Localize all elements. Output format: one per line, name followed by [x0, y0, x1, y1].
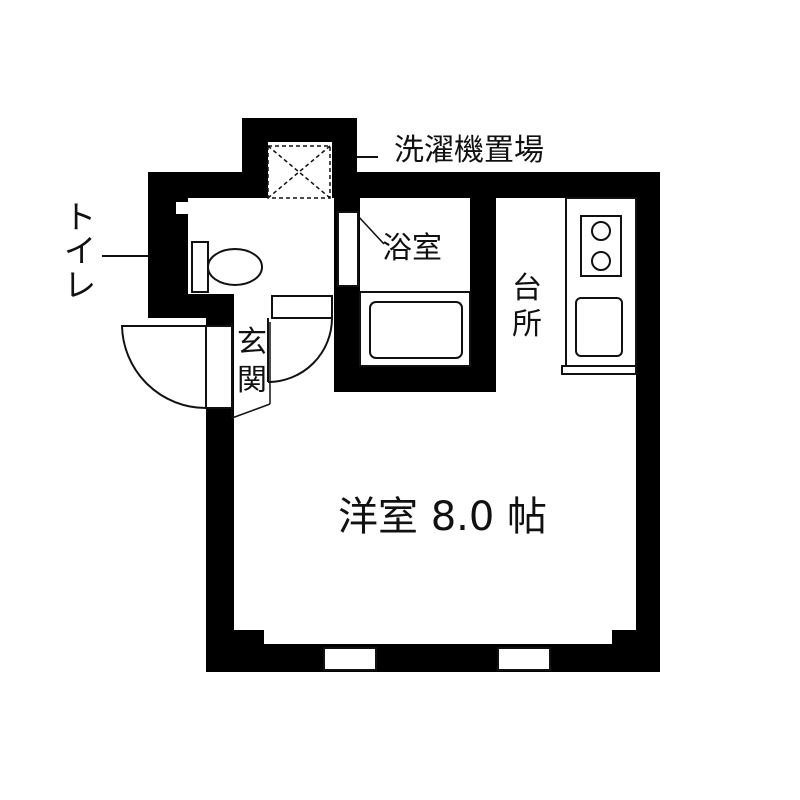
entrance-step-icon — [231, 322, 271, 419]
window-right-icon — [497, 647, 551, 671]
entrance-label-group: 玄 関 — [237, 325, 267, 398]
kitchen-label-2: 所 — [512, 307, 542, 342]
entrance-label-2: 関 — [237, 363, 267, 398]
front-door-jamb — [205, 325, 233, 409]
bath-label: 浴室 — [382, 231, 442, 266]
corner-br — [612, 630, 660, 672]
laundry-label: 洗濯機置場 — [394, 133, 544, 168]
toilet-label-3: レ — [64, 266, 96, 304]
toilet-wall-bottom-l — [148, 294, 208, 318]
bath-wall-right — [470, 190, 496, 392]
toilet-label-2: イ — [64, 232, 96, 270]
toilet-fixture-icon — [191, 241, 263, 293]
kitchen-label-1: 台 — [512, 271, 542, 306]
laundry-interior — [268, 142, 332, 202]
corridor-left — [234, 318, 334, 408]
windows — [323, 647, 551, 671]
bath-door-swing — [357, 215, 385, 245]
washing-machine-space-icon — [267, 145, 331, 199]
outer-wall-left — [206, 404, 234, 672]
corner-bl — [206, 630, 264, 672]
toilet-vent-icon — [176, 202, 198, 214]
outer-wall-bottom — [206, 644, 660, 672]
bath-door-icon — [337, 211, 359, 287]
outer-wall-right — [636, 172, 660, 672]
sink-icon — [575, 297, 623, 357]
entrance-inner-door-arc — [267, 317, 333, 383]
front-door-arc-icon — [120, 325, 207, 410]
kitchen-label-group: 台 所 — [512, 271, 542, 342]
room-label: 洋室 8.0 帖 — [338, 494, 547, 540]
bath-wall-bottom — [334, 366, 496, 392]
window-left-icon — [323, 647, 377, 671]
bathtub-icon — [359, 291, 471, 367]
toilet-door-icon — [271, 295, 333, 319]
toilet-label-1: ト — [64, 198, 96, 236]
entrance-label-1: 玄 — [237, 325, 267, 360]
stove-icon — [580, 215, 622, 277]
toilet-label-group: ト イ レ — [64, 198, 96, 304]
toilet-wall-left — [148, 172, 188, 318]
main-room-lower-sides — [234, 392, 636, 630]
